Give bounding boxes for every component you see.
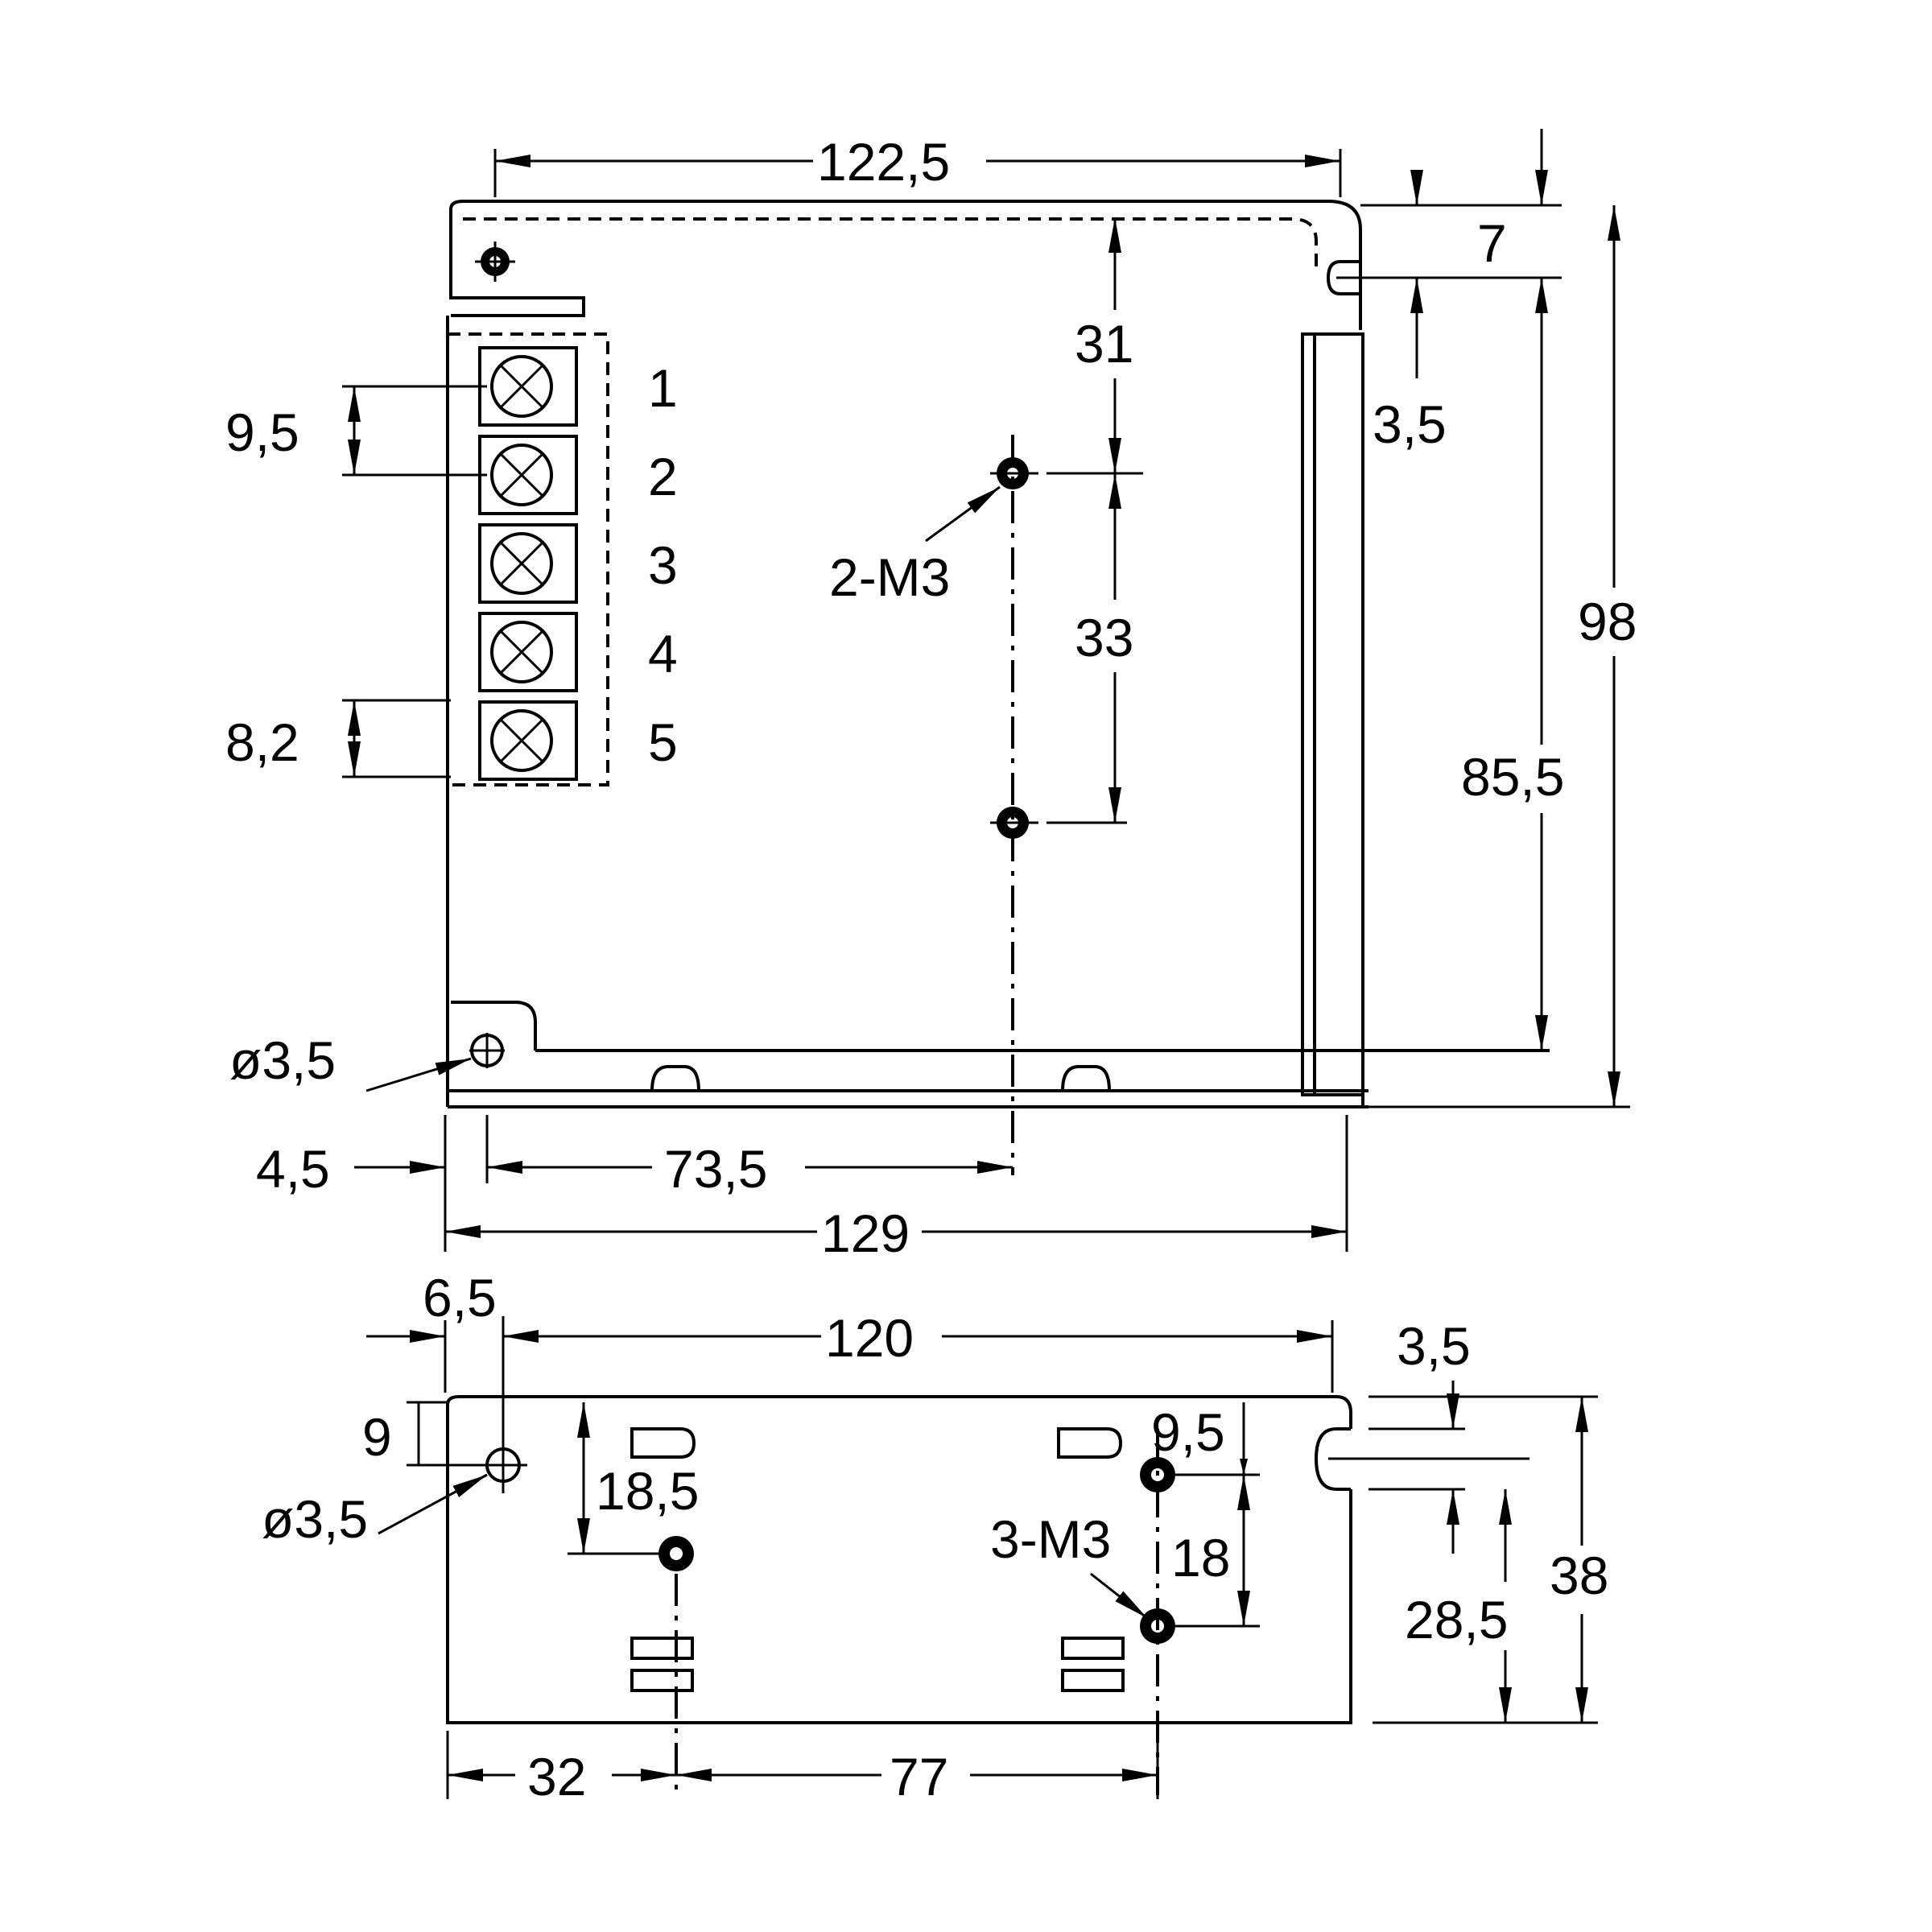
- dim-text-3-5-side: 3,5: [1397, 1316, 1471, 1376]
- dim-terminal-width: 8,2: [225, 699, 451, 778]
- terminal-block: 1 2 3 4 5: [448, 332, 678, 786]
- base-tab-left: [650, 1065, 700, 1092]
- dim-text-32: 32: [527, 1747, 586, 1806]
- dim-bottom-widths: 4,5 73,5 129: [256, 1115, 1348, 1263]
- top-flange-outer: [449, 200, 1362, 330]
- dim-text-3-m3: 3-M3: [990, 1509, 1111, 1569]
- terminal-label-5: 5: [648, 712, 678, 772]
- terminal-label-3: 3: [648, 535, 678, 595]
- corner-hole-icon: [469, 1033, 505, 1068]
- dim-text-77: 77: [890, 1747, 948, 1806]
- dim-text-122-5: 122,5: [817, 132, 950, 192]
- dim-text-73-5: 73,5: [664, 1139, 767, 1199]
- right-side-rail: [1301, 332, 1364, 1096]
- dim-right-hole-top: 9,5 18: [1151, 1402, 1260, 1628]
- dim-text-9: 9: [362, 1407, 392, 1467]
- dim-slot-top-offset: 7 3,5: [1360, 129, 1562, 454]
- label-side-hole: ø3,5: [262, 1473, 488, 1549]
- vent-bottom-right-2-icon: [1061, 1669, 1125, 1692]
- terminal-label-1: 1: [648, 358, 678, 418]
- mount-hole-lower-icon: [990, 807, 1038, 839]
- dim-text-dia-3-5-top: ø3,5: [229, 1030, 336, 1090]
- vent-bottom-right-1-icon: [1061, 1637, 1125, 1660]
- dim-text-2-m3: 2-M3: [829, 547, 950, 607]
- terminal-4: [478, 612, 578, 692]
- vent-top-left-icon: [630, 1427, 696, 1459]
- label-2-m3: 2-M3: [829, 485, 1001, 607]
- terminal-3: [478, 523, 578, 604]
- terminal-label-2: 2: [648, 447, 678, 506]
- top-view: 1 2 3 4 5: [225, 129, 1637, 1263]
- dim-text-9-5-side: 9,5: [1151, 1402, 1225, 1462]
- vent-top-right-icon: [1057, 1427, 1123, 1459]
- dim-text-33: 33: [1075, 608, 1133, 667]
- dim-text-31: 31: [1075, 314, 1133, 374]
- corner-bracket: [451, 1001, 537, 1051]
- dim-text-18: 18: [1171, 1528, 1230, 1587]
- side-top-edge: [446, 1395, 1352, 1429]
- dim-text-85-5: 85,5: [1461, 747, 1564, 807]
- label-corner-hole: ø3,5: [229, 1030, 472, 1092]
- dim-side-slot-height: 28,5: [1405, 1489, 1512, 1723]
- side-slot-icon: [1314, 1427, 1351, 1491]
- dim-text-8-2: 8,2: [225, 712, 299, 772]
- dim-text-18-5: 18,5: [596, 1461, 699, 1521]
- dim-text-9-5-terminal: 9,5: [225, 402, 299, 462]
- dim-overall-top-width: 122,5: [493, 132, 1342, 197]
- label-3-m3: 3-M3: [990, 1509, 1148, 1620]
- dim-text-4-5: 4,5: [256, 1139, 330, 1199]
- dim-mount-spacing: 33: [1046, 472, 1143, 824]
- dim-center-hole-top: 18,5: [568, 1402, 699, 1555]
- vent-bottom-left-2-icon: [630, 1669, 694, 1692]
- top-left-screw-icon: [475, 242, 515, 282]
- terminal-5: [478, 700, 578, 781]
- terminal-label-4: 4: [648, 624, 678, 683]
- dim-side-overall-height: 38: [1368, 1395, 1608, 1724]
- dim-side-bottom: 32 77: [446, 1731, 1159, 1806]
- side-center-hole-icon: [658, 1536, 694, 1571]
- dim-text-129: 129: [821, 1203, 910, 1263]
- dim-terminal-pitch: 9,5: [225, 385, 487, 477]
- dim-side-top: 6,5 120: [366, 1268, 1334, 1393]
- dim-text-28-5: 28,5: [1405, 1590, 1508, 1649]
- terminal-1: [478, 346, 578, 427]
- top-view-outline: [446, 200, 1550, 1108]
- dim-text-38: 38: [1550, 1546, 1608, 1605]
- dim-mount-from-top: 31: [1075, 217, 1133, 473]
- dim-text-6-5: 6,5: [423, 1268, 497, 1327]
- dim-text-3-5-top: 3,5: [1373, 394, 1447, 454]
- side-view: 6,5 120 3,5 9 ø3,5 18,5: [262, 1268, 1608, 1806]
- vent-bottom-left-1-icon: [630, 1637, 694, 1660]
- rail-foot: [1302, 1093, 1364, 1107]
- dim-text-98: 98: [1578, 592, 1637, 651]
- dim-text-120: 120: [825, 1308, 914, 1368]
- base-tab-right: [1061, 1065, 1111, 1092]
- dim-side-hole-top: 9: [362, 1401, 483, 1467]
- terminal-block-outline: [448, 332, 609, 786]
- side-outline: [446, 1405, 1352, 1724]
- terminal-2: [478, 435, 578, 515]
- dim-text-7: 7: [1477, 213, 1507, 273]
- mount-hole-upper-icon: [990, 457, 1038, 489]
- dim-hole-to-bottom: 85,5: [1461, 278, 1564, 1051]
- side-left-hole-icon: [483, 1445, 527, 1489]
- dim-overall-height: 98: [1368, 205, 1637, 1108]
- dim-side-slot-width: 3,5: [1368, 1316, 1471, 1554]
- dim-text-dia-3-5-side: ø3,5: [262, 1489, 368, 1549]
- top-flange-lip: [449, 209, 585, 317]
- top-flange-hidden: [463, 217, 1318, 274]
